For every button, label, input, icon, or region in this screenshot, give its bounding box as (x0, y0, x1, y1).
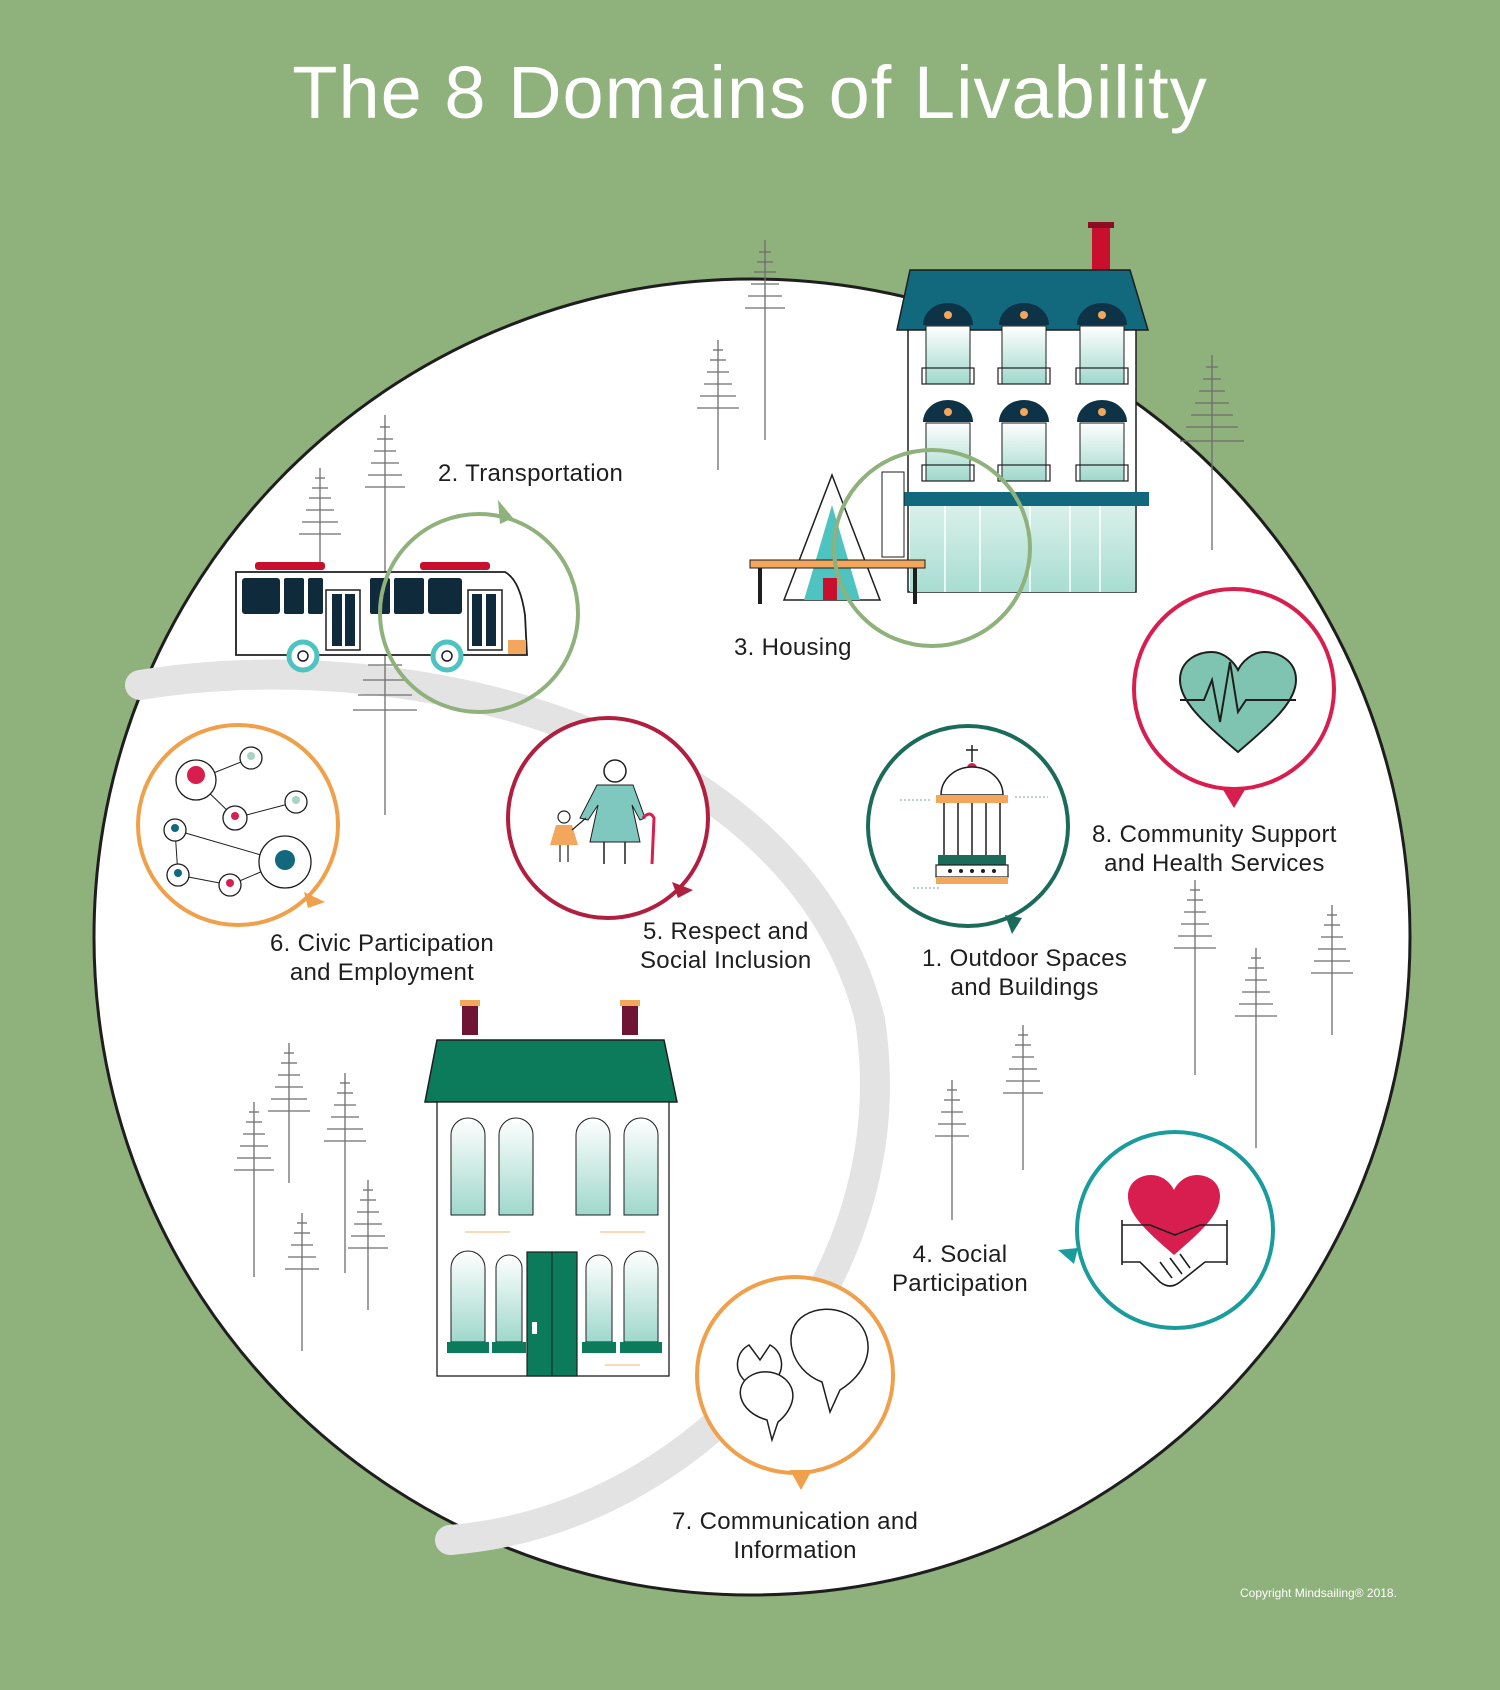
copyright-notice: Copyright Mindsailing® 2018. (1240, 1586, 1397, 1600)
domain-2-label: 2. Transportation (438, 460, 624, 487)
tree (935, 1080, 969, 1220)
gazebo-icon (866, 724, 1070, 934)
tree (1235, 948, 1277, 1148)
tree (1311, 905, 1353, 1035)
tree (299, 468, 341, 563)
apartment-building-icon (749, 222, 1150, 648)
tree (1003, 1025, 1043, 1170)
domain-3-label: 3. Housing (734, 634, 852, 661)
domain-5-label: 5. Respect and Social Inclusion (640, 918, 812, 974)
domain-6-label: 6. Civic Participation and Employment (270, 930, 495, 986)
tree (324, 1073, 366, 1273)
tree (285, 1213, 319, 1351)
tree (1180, 355, 1244, 550)
tree (268, 1043, 310, 1183)
grandparent-child-icon (506, 716, 710, 920)
tree (234, 1102, 274, 1277)
domain-1-label: 1. Outdoor Spaces and Buildings (922, 945, 1128, 1001)
tree (697, 340, 739, 470)
tree (348, 1180, 388, 1310)
bus-icon (235, 500, 580, 714)
tree (745, 240, 785, 440)
speech-bubbles-icon (695, 1275, 895, 1490)
page-title: The 8 Domains of Livability (292, 51, 1208, 134)
network-people-icon (136, 723, 340, 927)
tree (1174, 880, 1216, 1075)
heart-pulse-icon (1132, 587, 1336, 808)
domain-8-label: 8. Community Support and Health Services (1092, 821, 1337, 877)
heart-handshake-icon (1058, 1130, 1275, 1330)
townhouse-icon (424, 1000, 678, 1377)
domain-4-label: 4. Social Participation (892, 1241, 1028, 1297)
domain-7-label: 7. Communication and Information (672, 1508, 919, 1564)
